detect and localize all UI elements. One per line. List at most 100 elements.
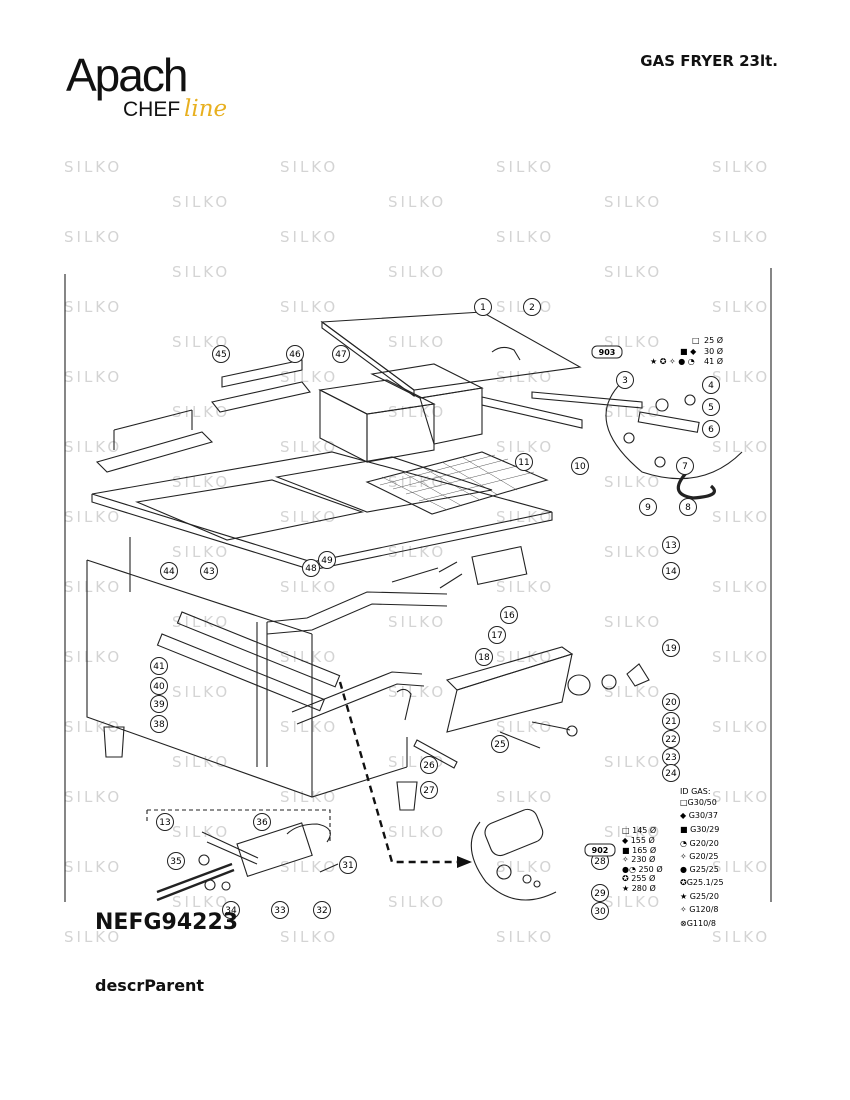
part-number: 30 — [594, 907, 606, 917]
part-number: 35 — [170, 857, 181, 867]
callout: 34 — [222, 901, 240, 919]
callout: 11 — [515, 453, 533, 471]
callout: 41 — [150, 657, 168, 675]
callout: 35 — [167, 852, 185, 870]
part-number: 26 — [423, 761, 435, 771]
description-parent: descrParent — [95, 976, 205, 995]
diameter-entry: ●◔ 250 Ø — [622, 864, 663, 874]
part-number: 13 — [665, 541, 676, 551]
callout: 16 — [500, 606, 518, 624]
gas-type: ⊗G110/8 — [680, 919, 716, 928]
callout: 7 — [676, 457, 694, 475]
callouts: 1 2 3 4 5 6 7 8 9 10 11 13 14 16 17 18 1… — [150, 298, 720, 920]
gas-type: ◔ G20/20 — [680, 839, 719, 848]
callout: 17 — [488, 626, 506, 644]
code-label: 902 — [592, 846, 609, 855]
watermark: SILKO — [172, 193, 231, 211]
logo-wordmark: Apach — [66, 49, 188, 101]
logo-line: line — [184, 96, 228, 122]
callout: 29 — [591, 884, 609, 902]
callout: 38 — [150, 715, 168, 733]
callout: 39 — [150, 695, 168, 713]
callout: 2 — [523, 298, 541, 316]
logo-chef: CHEF — [123, 98, 181, 121]
part-number: 41 — [153, 662, 164, 672]
callout: 22 — [662, 730, 680, 748]
inset-arrow — [338, 681, 472, 868]
part-number: 45 — [215, 350, 226, 360]
part-number: 49 — [321, 556, 333, 566]
part-number: 16 — [503, 611, 515, 621]
legend-symbol: ■ ◆ — [680, 347, 697, 356]
part-number: 25 — [494, 740, 505, 750]
watermark: SILKO — [64, 158, 123, 176]
part-number: 13 — [159, 818, 170, 828]
gas-type: ✧ G120/8 — [680, 905, 719, 914]
part-number: 31 — [342, 861, 353, 871]
code-box-bottom: 902 — [584, 843, 616, 857]
callout: 23 — [662, 748, 680, 766]
brand-logo: Apach CHEF line — [66, 52, 246, 132]
part-number: 19 — [665, 644, 677, 654]
callout: 13 — [662, 536, 680, 554]
part-number: 36 — [256, 818, 268, 828]
part-number: 24 — [665, 769, 677, 779]
callout: 10 — [571, 457, 589, 475]
callout: 4 — [702, 376, 720, 394]
part-number: 23 — [665, 753, 676, 763]
callout: 44 — [160, 562, 178, 580]
callout: 33 — [271, 901, 289, 919]
part-number: 47 — [335, 350, 346, 360]
callout: 8 — [679, 498, 697, 516]
callout: 19 — [662, 639, 680, 657]
gas-type: ✧ G20/25 — [680, 852, 719, 861]
callout: 20 — [662, 693, 680, 711]
callout: 1 — [474, 298, 492, 316]
callout: 13 — [156, 813, 174, 831]
part-number: 44 — [163, 567, 175, 577]
part-number: 28 — [594, 857, 606, 867]
part-number: 18 — [478, 653, 490, 663]
legend-text: 41 Ø — [704, 356, 723, 366]
callout: 48 — [302, 559, 320, 577]
callout: 47 — [332, 345, 350, 363]
diameter-entry: □ 145 Ø — [622, 825, 656, 835]
callout: 9 — [639, 498, 657, 516]
diameter-entry: ■ 165 Ø — [622, 845, 656, 855]
code-box-top: 903 — [591, 345, 623, 359]
part-number: 21 — [665, 717, 676, 727]
part-number: 1 — [480, 303, 486, 313]
part-number: 46 — [289, 350, 301, 360]
callout: 46 — [286, 345, 304, 363]
watermark: SILKO — [604, 193, 663, 211]
part-number: 48 — [305, 564, 317, 574]
part-number: 33 — [274, 906, 285, 916]
callout: 25 — [491, 735, 509, 753]
part-number: 32 — [316, 906, 327, 916]
diameter-entry: ◆ 155 Ø — [622, 835, 655, 845]
diameter-entry: ✧ 230 Ø — [622, 854, 655, 864]
callout: 30 — [591, 902, 609, 920]
legend-symbol: □ — [692, 336, 700, 345]
gas-legend-title: ID GAS: — [680, 787, 711, 796]
part-number: 39 — [153, 700, 165, 710]
callout: 27 — [420, 781, 438, 799]
part-number: 3 — [622, 376, 628, 386]
callout: 14 — [662, 562, 680, 580]
watermark: SILKO — [280, 158, 339, 176]
callout: 18 — [475, 648, 493, 666]
document-title: GAS FRYER 23lt. — [640, 52, 778, 70]
callout: 3 — [616, 371, 634, 389]
part-number: 17 — [491, 631, 502, 641]
part-number: 14 — [665, 567, 677, 577]
gas-type: ✪G25.1/25 — [680, 878, 724, 887]
callout: 21 — [662, 712, 680, 730]
callout: 24 — [662, 764, 680, 782]
drawing-linework — [64, 268, 772, 902]
part-number: 8 — [685, 503, 691, 513]
part-number: 40 — [153, 682, 165, 692]
gas-type: ● G25/25 — [680, 865, 719, 874]
part-number: 29 — [594, 889, 606, 899]
watermark: SILKO — [712, 158, 771, 176]
fry-basket — [318, 363, 484, 463]
